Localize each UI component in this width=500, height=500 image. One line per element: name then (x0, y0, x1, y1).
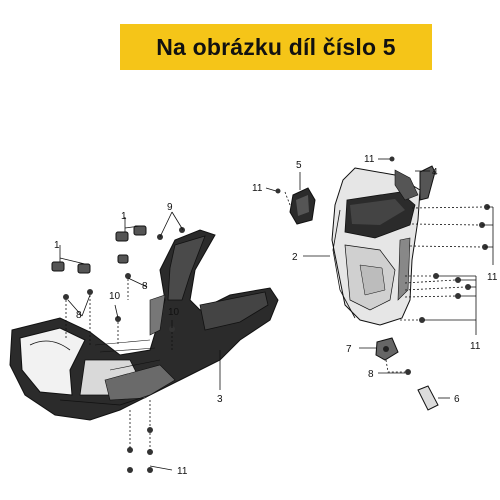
callout-11-right-1: 11 (487, 272, 498, 283)
callout-10-mid: 10 (168, 307, 180, 318)
callout-11-left: 11 (252, 183, 263, 194)
title-text: Na obrázku díl číslo 5 (156, 33, 396, 60)
part-7-bracket (375, 337, 399, 361)
callout-11-top: 11 (364, 154, 375, 165)
callout-9: 9 (167, 202, 173, 213)
callout-11-bottom: 11 (177, 466, 188, 477)
callout-10-left: 10 (109, 291, 121, 302)
part-4-clip (419, 165, 436, 201)
title-banner: Na obrázku díl číslo 5 (120, 24, 432, 70)
leaders-right (284, 191, 485, 373)
callout-7: 7 (346, 344, 352, 355)
callout-2: 2 (292, 252, 298, 263)
floor-panel-part-3 (9, 229, 279, 421)
callout-11-right-2: 11 (470, 341, 481, 352)
callout-6: 6 (454, 394, 460, 405)
inner-cover-part-2 (331, 167, 421, 326)
part-5-cover-box (289, 187, 316, 225)
grommets-part-1 (51, 225, 147, 274)
callout-4: 4 (432, 167, 438, 178)
callout-1-upper: 1 (121, 211, 127, 222)
leaders-left (65, 279, 173, 450)
callout-8-left: 8 (76, 310, 82, 321)
callout-8-mid: 8 (142, 281, 148, 292)
part-6-pad (417, 385, 439, 411)
screws-right (275, 156, 490, 375)
callout-8-right: 8 (368, 369, 374, 380)
callout-5: 5 (296, 160, 302, 171)
callout-3: 3 (217, 394, 223, 405)
callout-leaders-right (265, 158, 494, 399)
callout-leaders-left (59, 211, 221, 471)
callout-1-left: 1 (54, 240, 60, 251)
